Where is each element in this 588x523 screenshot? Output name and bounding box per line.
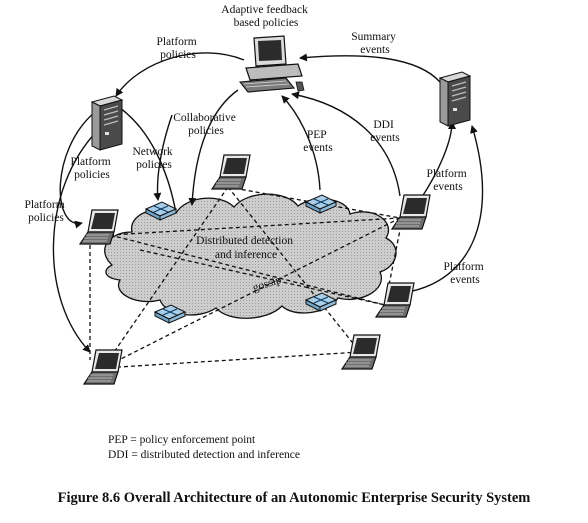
label-cloud: Distributed detection and inference <box>196 235 296 261</box>
label-platform-events-upper: Platform events <box>426 168 469 193</box>
laptop-bottom-left-icon <box>83 349 123 385</box>
server-right-icon <box>439 71 471 127</box>
label-platform-policies-top: Platform policies <box>156 36 199 61</box>
legend-pep: PEP = policy enforcement point <box>108 434 256 446</box>
label-ddi-events: DDI events <box>370 119 400 144</box>
label-collaborative-policies: Collaborative policies <box>173 112 238 137</box>
laptop-top-icon <box>211 154 251 190</box>
label-summary-events: Summary events <box>351 31 399 56</box>
laptop-left-icon <box>79 209 119 245</box>
legend: PEP = policy enforcement point DDI = dis… <box>108 433 300 463</box>
workstation-icon <box>238 35 305 93</box>
label-pep-events: PEP events <box>303 129 333 154</box>
laptop-lower-right-icon <box>375 282 415 318</box>
label-platform-events-lower: Platform events <box>443 261 486 286</box>
server-left-icon <box>91 95 123 151</box>
laptop-bottom-right-icon <box>341 334 381 370</box>
flow-arrows <box>52 52 484 353</box>
label-adaptive-policies: Adaptive feedback based policies <box>221 4 310 29</box>
laptop-right-icon <box>391 194 431 230</box>
label-platform-policies-left: Platform policies <box>24 199 67 224</box>
legend-ddi: DDI = distributed detection and inferenc… <box>108 449 301 461</box>
figure-caption: Figure 8.6 Overall Architecture of an Au… <box>57 490 531 506</box>
gossip-links <box>89 186 401 369</box>
label-network-policies: Network policies <box>132 146 175 171</box>
label-platform-policies-mid: Platform policies <box>70 156 113 181</box>
